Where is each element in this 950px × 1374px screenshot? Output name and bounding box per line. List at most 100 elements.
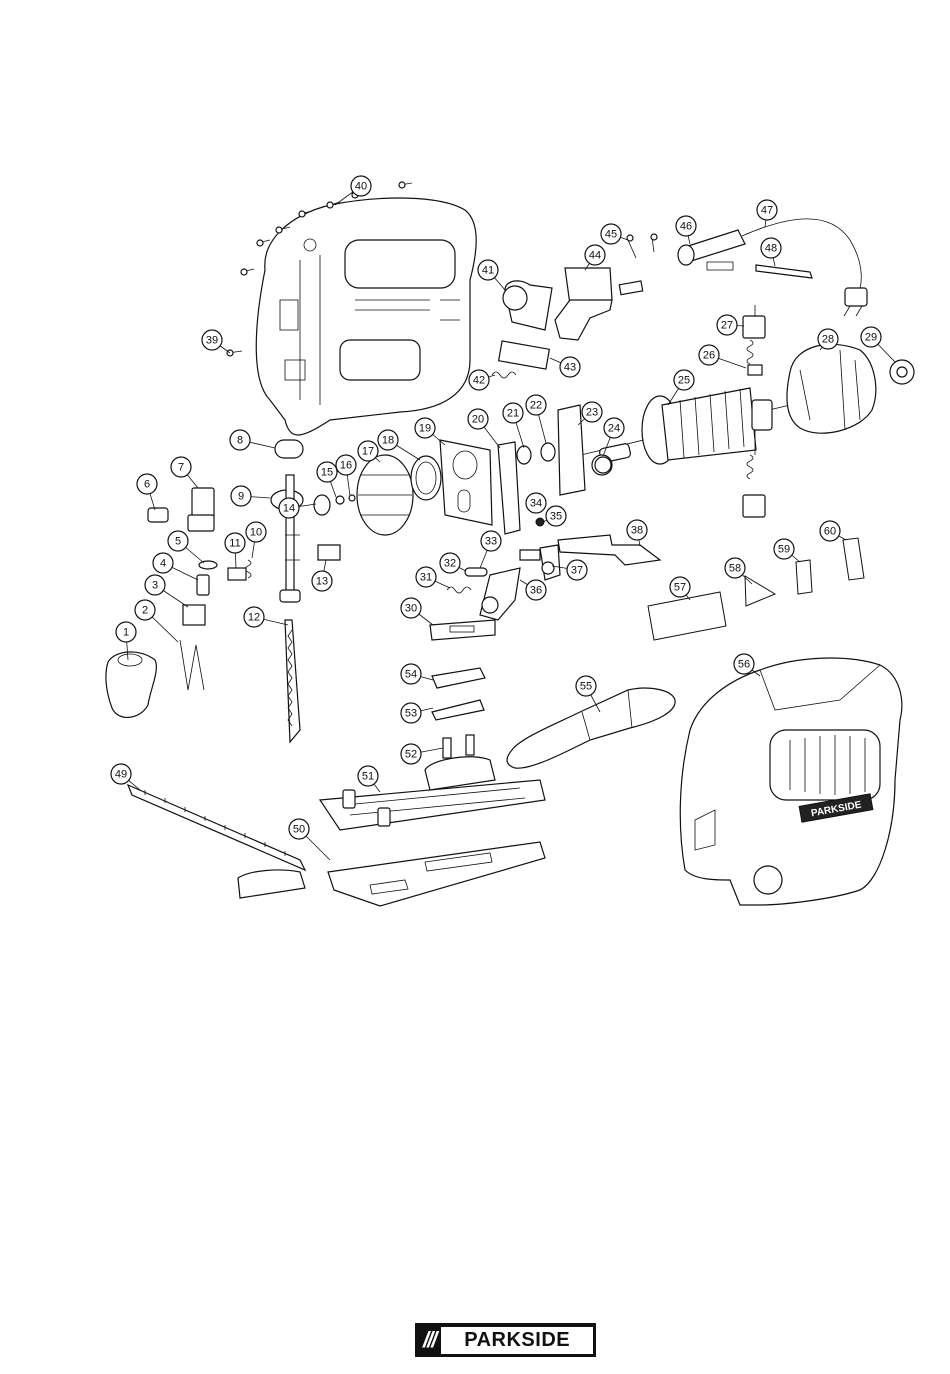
callout-number-22: 22 xyxy=(530,400,542,412)
cord-and-plug xyxy=(678,219,867,316)
callout-54: 54 xyxy=(401,664,421,684)
callout-number-7: 7 xyxy=(178,462,184,474)
callout-18: 18 xyxy=(378,430,398,450)
callout-57: 57 xyxy=(670,577,690,597)
callout-39: 39 xyxy=(202,330,222,350)
callout-number-30: 30 xyxy=(405,603,417,615)
callout-number-40: 40 xyxy=(355,181,367,193)
callout-number-26: 26 xyxy=(703,350,715,362)
parkside-logo: /// PARKSIDE xyxy=(415,1323,596,1357)
callout-number-59: 59 xyxy=(778,544,790,556)
callout-number-54: 54 xyxy=(405,669,417,681)
small-plates xyxy=(432,668,485,758)
callout-5: 5 xyxy=(168,531,188,551)
callout-2: 2 xyxy=(135,600,155,620)
callout-number-19: 19 xyxy=(419,423,431,435)
callout-47: 47 xyxy=(757,200,777,220)
callout-number-4: 4 xyxy=(160,558,166,570)
callout-20: 20 xyxy=(468,409,488,429)
callout-21: 21 xyxy=(503,403,523,423)
callout-40: 40 xyxy=(351,176,371,196)
callout-45: 45 xyxy=(601,224,621,244)
callout-number-5: 5 xyxy=(175,536,181,548)
callout-35: 35 xyxy=(546,506,566,526)
callout-37: 37 xyxy=(567,560,587,580)
callout-26: 26 xyxy=(699,345,719,365)
callout-28: 28 xyxy=(818,329,838,349)
callout-number-45: 45 xyxy=(605,229,617,241)
callout-number-8: 8 xyxy=(237,435,243,447)
callout-46: 46 xyxy=(676,216,696,236)
callout-19: 19 xyxy=(415,418,435,438)
left-small-parts xyxy=(106,488,217,717)
callout-49: 49 xyxy=(111,764,131,784)
callout-13: 13 xyxy=(312,571,332,591)
blade xyxy=(285,620,300,742)
logo-slashes: /// xyxy=(415,1327,441,1353)
callout-36: 36 xyxy=(526,580,546,600)
callout-30: 30 xyxy=(401,598,421,618)
callout-number-16: 16 xyxy=(340,460,352,472)
callout-number-29: 29 xyxy=(865,332,877,344)
callout-10: 10 xyxy=(246,522,266,542)
callout-number-44: 44 xyxy=(589,250,601,262)
switch-parts xyxy=(492,234,657,378)
callout-number-37: 37 xyxy=(571,565,583,577)
callout-number-21: 21 xyxy=(507,408,519,420)
callout-number-39: 39 xyxy=(206,335,218,347)
callout-25: 25 xyxy=(674,370,694,390)
callout-number-23: 23 xyxy=(586,407,598,419)
callout-number-43: 43 xyxy=(564,362,576,374)
callout-number-32: 32 xyxy=(444,558,456,570)
callout-number-47: 47 xyxy=(761,205,773,217)
callout-number-24: 24 xyxy=(608,423,620,435)
dust-nozzle xyxy=(507,688,675,768)
callout-number-58: 58 xyxy=(729,563,741,575)
callout-number-38: 38 xyxy=(631,525,643,537)
base-plate xyxy=(320,757,545,830)
callout-41: 41 xyxy=(478,260,498,280)
parallel-guide xyxy=(128,785,305,898)
callout-number-17: 17 xyxy=(362,446,374,458)
callout-43: 43 xyxy=(560,357,580,377)
callout-number-27: 27 xyxy=(721,320,733,332)
callout-number-3: 3 xyxy=(152,580,158,592)
callout-number-12: 12 xyxy=(248,612,260,624)
callout-34: 34 xyxy=(526,493,546,513)
callout-4: 4 xyxy=(153,553,173,573)
callout-24: 24 xyxy=(604,418,624,438)
callout-number-11: 11 xyxy=(229,538,240,550)
callout-44: 44 xyxy=(585,245,605,265)
housing-half xyxy=(256,198,476,435)
callout-number-60: 60 xyxy=(824,526,836,538)
callout-number-33: 33 xyxy=(485,536,497,548)
callout-42: 42 xyxy=(469,370,489,390)
motor-housing xyxy=(787,344,914,433)
callout-12: 12 xyxy=(244,607,264,627)
callout-number-49: 49 xyxy=(115,769,127,781)
callout-number-25: 25 xyxy=(678,375,690,387)
callout-number-51: 51 xyxy=(362,771,374,783)
callout-number-31: 31 xyxy=(420,572,432,584)
callout-38: 38 xyxy=(627,520,647,540)
callout-number-20: 20 xyxy=(472,414,484,426)
callout-number-14: 14 xyxy=(283,503,295,515)
callout-number-1: 1 xyxy=(123,627,129,639)
callout-53: 53 xyxy=(401,703,421,723)
callout-55: 55 xyxy=(576,676,596,696)
callout-60: 60 xyxy=(820,521,840,541)
callout-6: 6 xyxy=(137,474,157,494)
assembled-tool: PARKSIDE xyxy=(680,658,902,905)
callout-number-2: 2 xyxy=(142,605,148,617)
callout-58: 58 xyxy=(725,558,745,578)
callout-number-50: 50 xyxy=(293,824,305,836)
callout-number-6: 6 xyxy=(144,479,150,491)
callout-14: 14 xyxy=(279,498,299,518)
callout-number-53: 53 xyxy=(405,708,417,720)
callout-56: 56 xyxy=(734,654,754,674)
callout-number-48: 48 xyxy=(765,243,777,255)
callout-22: 22 xyxy=(526,395,546,415)
callout-number-10: 10 xyxy=(250,527,262,539)
callout-number-46: 46 xyxy=(680,221,692,233)
